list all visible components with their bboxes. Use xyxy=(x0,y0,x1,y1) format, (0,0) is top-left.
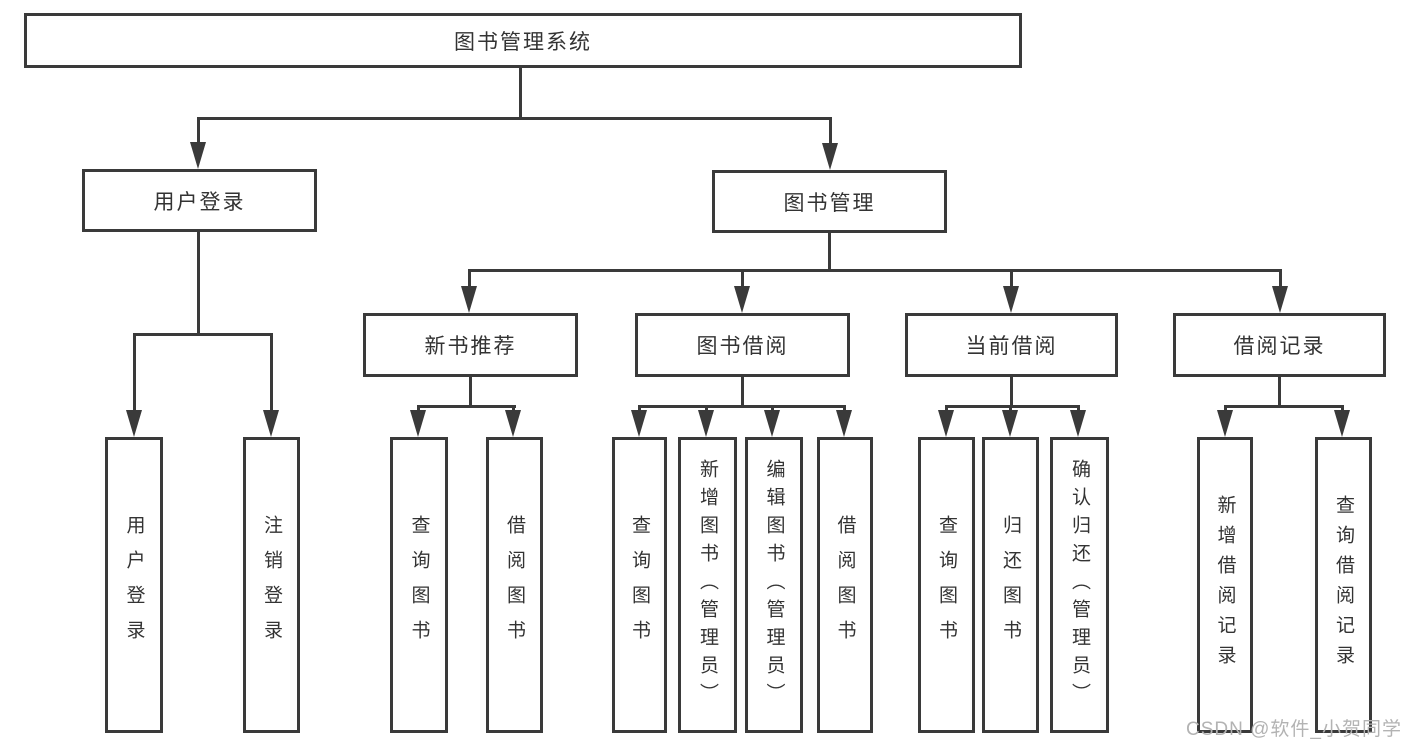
arrow-down-icon xyxy=(734,286,750,313)
arrow-down-icon xyxy=(764,410,780,437)
arrow-down-icon xyxy=(190,142,206,169)
connector-line xyxy=(197,117,832,120)
connector-line xyxy=(1010,269,1013,291)
leaf-logout-login: 注销登录 xyxy=(243,437,300,733)
leaf-borrowing-borrow: 借阅图书 xyxy=(817,437,873,733)
arrow-down-icon xyxy=(938,410,954,437)
connector-line xyxy=(945,405,1080,408)
leaf-user-login-label: 用户登录 xyxy=(123,515,145,655)
arrow-down-icon xyxy=(698,410,714,437)
arrow-down-icon xyxy=(1272,286,1288,313)
node-book-borrowing-label: 图书借阅 xyxy=(696,335,789,358)
leaf-user-login: 用户登录 xyxy=(105,437,163,733)
connector-line xyxy=(197,117,200,145)
node-borrowing-records-label: 借阅记录 xyxy=(1233,335,1326,358)
leaf-current-query: 查询图书 xyxy=(918,437,975,733)
node-user-login: 用户登录 xyxy=(82,169,317,232)
node-root: 图书管理系统 xyxy=(24,13,1022,68)
leaf-borrowing-add-label: 新增图书（管理员） xyxy=(697,459,718,711)
leaf-borrowing-query: 查询图书 xyxy=(612,437,667,733)
leaf-records-add: 新增借阅记录 xyxy=(1197,437,1253,733)
leaf-current-query-label: 查询图书 xyxy=(936,515,957,655)
node-borrowing-records: 借阅记录 xyxy=(1173,313,1386,377)
leaf-new-books-query: 查询图书 xyxy=(390,437,448,733)
leaf-borrowing-edit-label: 编辑图书（管理员） xyxy=(763,459,785,711)
arrow-down-icon xyxy=(126,410,142,437)
leaf-records-query: 查询借阅记录 xyxy=(1315,437,1372,733)
node-book-management: 图书管理 xyxy=(712,170,947,233)
connector-line xyxy=(519,68,522,118)
connector-line xyxy=(741,377,744,408)
connector-line xyxy=(829,117,832,145)
connector-line xyxy=(270,333,273,413)
connector-line xyxy=(133,333,273,336)
connector-line xyxy=(1278,377,1281,408)
node-root-label: 图书管理系统 xyxy=(454,30,592,54)
leaf-records-add-label: 新增借阅记录 xyxy=(1214,495,1236,675)
arrow-down-icon xyxy=(461,286,477,313)
arrow-down-icon xyxy=(631,410,647,437)
arrow-down-icon xyxy=(1217,410,1233,437)
arrow-down-icon xyxy=(505,410,521,437)
node-new-books: 新书推荐 xyxy=(363,313,578,377)
node-book-borrowing: 图书借阅 xyxy=(635,313,850,377)
leaf-current-return-label: 归还图书 xyxy=(1000,515,1021,655)
node-book-management-label: 图书管理 xyxy=(783,191,876,215)
connector-line xyxy=(468,269,1282,272)
arrow-down-icon xyxy=(1070,410,1086,437)
connector-line xyxy=(469,377,472,408)
leaf-borrowing-query-label: 查询图书 xyxy=(629,515,650,655)
leaf-logout-login-label: 注销登录 xyxy=(261,515,282,655)
leaf-records-query-label: 查询借阅记录 xyxy=(1333,495,1354,675)
arrow-down-icon xyxy=(1334,410,1350,437)
connector-line xyxy=(1279,269,1282,291)
leaf-borrowing-borrow-label: 借阅图书 xyxy=(834,515,856,655)
arrow-down-icon xyxy=(1002,410,1018,437)
node-new-books-label: 新书推荐 xyxy=(424,335,517,358)
node-current-borrowing-label: 当前借阅 xyxy=(965,335,1058,358)
leaf-new-books-borrow-label: 借阅图书 xyxy=(504,515,525,655)
connector-line xyxy=(1010,377,1013,408)
csdn-watermark: CSDN @软件_小贺同学 xyxy=(1186,719,1402,740)
leaf-current-confirm-return-label: 确认归还（管理员） xyxy=(1069,459,1090,711)
leaf-current-return: 归还图书 xyxy=(982,437,1039,733)
arrow-down-icon xyxy=(822,143,838,170)
leaf-new-books-query-label: 查询图书 xyxy=(408,515,430,655)
leaf-current-confirm-return: 确认归还（管理员） xyxy=(1050,437,1109,733)
connector-line xyxy=(741,269,744,291)
connector-line xyxy=(828,233,831,272)
node-current-borrowing: 当前借阅 xyxy=(905,313,1118,377)
connector-line xyxy=(468,269,471,291)
connector-line xyxy=(1224,405,1344,408)
leaf-borrowing-add: 新增图书（管理员） xyxy=(678,437,737,733)
connector-line xyxy=(638,405,846,408)
arrow-down-icon xyxy=(410,410,426,437)
arrow-down-icon xyxy=(1003,286,1019,313)
connector-line xyxy=(417,405,516,408)
arrow-down-icon xyxy=(263,410,279,437)
connector-line xyxy=(133,333,136,413)
connector-line xyxy=(197,232,200,336)
node-user-login-label: 用户登录 xyxy=(153,190,246,214)
leaf-borrowing-edit: 编辑图书（管理员） xyxy=(745,437,803,733)
leaf-new-books-borrow: 借阅图书 xyxy=(486,437,543,733)
arrow-down-icon xyxy=(836,410,852,437)
